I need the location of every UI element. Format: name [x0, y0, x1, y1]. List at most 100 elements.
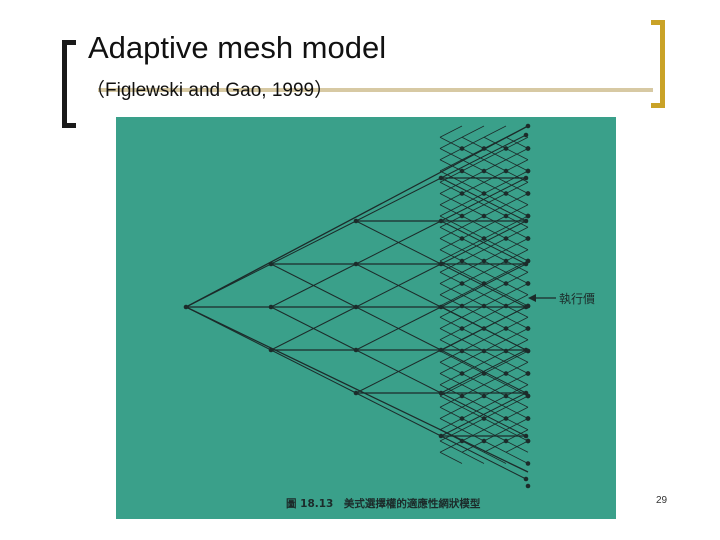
- lattice-nodes: [183, 123, 531, 489]
- mesh-edge-up: [439, 294, 463, 307]
- lattice-node: [438, 304, 444, 310]
- mesh-edge-down: [483, 451, 507, 464]
- mesh-edge-up: [505, 238, 529, 251]
- mesh-edge-up: [461, 440, 485, 453]
- lattice-node: [525, 483, 531, 489]
- lattice-node: [438, 218, 444, 224]
- lattice-node: [481, 438, 487, 444]
- mesh-edge-up: [505, 136, 529, 149]
- mesh-edge-up: [439, 361, 463, 374]
- mesh-edge-up: [461, 406, 485, 419]
- lattice-node: [268, 261, 274, 267]
- mesh-edge-up: [483, 440, 507, 453]
- figure-caption: 圖 18.13 美式選擇權的適應性網狀模型: [286, 497, 481, 510]
- mesh-edge-down: [461, 451, 485, 464]
- lattice-node: [525, 168, 531, 174]
- mesh-edge-up: [505, 204, 529, 217]
- mesh-edge-up: [439, 271, 463, 284]
- mesh-edge-up: [439, 395, 463, 408]
- tree-branch-up: [355, 306, 442, 351]
- lattice-node: [525, 123, 531, 129]
- mesh-edge-up: [461, 384, 485, 397]
- lattice-node: [353, 261, 359, 267]
- mesh-edge-up: [483, 204, 507, 217]
- lattice-node: [481, 236, 487, 241]
- mesh-edge-up: [483, 395, 507, 408]
- tree-branch-up: [270, 263, 357, 308]
- mesh-edge-up: [483, 429, 507, 442]
- mesh-edge-up: [439, 170, 463, 183]
- mesh-edge-up: [439, 418, 463, 431]
- lattice-node: [183, 304, 189, 310]
- mesh-edge-up: [483, 249, 507, 262]
- mesh-edge-up: [439, 384, 463, 397]
- lattice-node: [459, 258, 465, 264]
- lattice-node: [525, 281, 531, 286]
- mesh-edge-up: [439, 215, 463, 228]
- mesh-edge-up: [439, 193, 463, 206]
- mesh-edge-up: [505, 406, 529, 419]
- mesh-edge-up: [483, 159, 507, 172]
- mesh-edge-up: [505, 316, 529, 329]
- lattice-node: [523, 218, 529, 224]
- lattice-node: [525, 348, 531, 354]
- lattice-node: [503, 326, 509, 331]
- mesh-edge-up: [483, 294, 507, 307]
- right-bracket-decoration: [651, 20, 665, 108]
- mesh-edge-up: [483, 193, 507, 206]
- mesh-edge-up: [483, 339, 507, 352]
- mesh-edge-up: [461, 305, 485, 318]
- mesh-edge-up: [483, 305, 507, 318]
- mesh-edge-up: [505, 328, 529, 341]
- tree-branch-up: [355, 263, 442, 308]
- mesh-diagram: 執行價 圖 18.13 美式選擇權的適應性網狀模型: [116, 117, 616, 519]
- lattice-node: [525, 258, 531, 264]
- mesh-edge-up: [505, 350, 529, 363]
- mesh-edge-up: [439, 406, 463, 419]
- mesh-edge-up: [461, 170, 485, 183]
- mesh-edge-up: [505, 193, 529, 206]
- lattice-node: [459, 326, 465, 331]
- mesh-edge-up: [483, 125, 507, 138]
- lattice-node: [481, 146, 487, 151]
- mesh-edge-up: [505, 294, 529, 307]
- lattice-node: [459, 281, 465, 286]
- lattice-node: [525, 393, 531, 399]
- fine-mesh: [439, 125, 529, 464]
- mesh-edge-up: [461, 328, 485, 341]
- lattice-node: [268, 347, 274, 353]
- lattice-node: [459, 213, 465, 219]
- lattice-node: [503, 146, 509, 151]
- mesh-edge-up: [505, 283, 529, 296]
- page-number: 29: [656, 495, 668, 506]
- mesh-edge-up: [461, 159, 485, 172]
- mesh-edge-up: [461, 283, 485, 296]
- adaptive-mesh-figure: 執行價 圖 18.13 美式選擇權的適應性網狀模型: [116, 117, 616, 519]
- tree-branch-up: [355, 349, 442, 394]
- lattice-node: [353, 218, 359, 224]
- mesh-edge-up: [461, 316, 485, 329]
- mesh-edge-up: [439, 136, 463, 149]
- mesh-edge-up: [505, 125, 529, 138]
- lattice-node: [503, 168, 509, 174]
- lattice-node: [525, 438, 531, 444]
- mesh-edge-up: [505, 361, 529, 374]
- mesh-edge-up: [483, 406, 507, 419]
- mesh-edge-down: [505, 451, 529, 464]
- slide-title: Adaptive mesh model: [88, 30, 387, 65]
- mesh-edge-up: [483, 384, 507, 397]
- mesh-edge-up: [461, 125, 485, 138]
- lattice-node: [481, 393, 487, 399]
- tree-branch-down: [355, 392, 442, 437]
- lattice-node: [523, 476, 529, 482]
- envelope-lower-line: [185, 306, 529, 473]
- tree-branch-down: [185, 306, 272, 351]
- mesh-edge-down: [439, 451, 463, 464]
- mesh-edge-up: [461, 148, 485, 161]
- mesh-edge-up: [483, 226, 507, 239]
- mesh-edge-up: [439, 350, 463, 363]
- mesh-edge-up: [461, 418, 485, 431]
- mesh-edge-up: [483, 181, 507, 194]
- lattice-node: [503, 438, 509, 444]
- mesh-edge-up: [461, 136, 485, 149]
